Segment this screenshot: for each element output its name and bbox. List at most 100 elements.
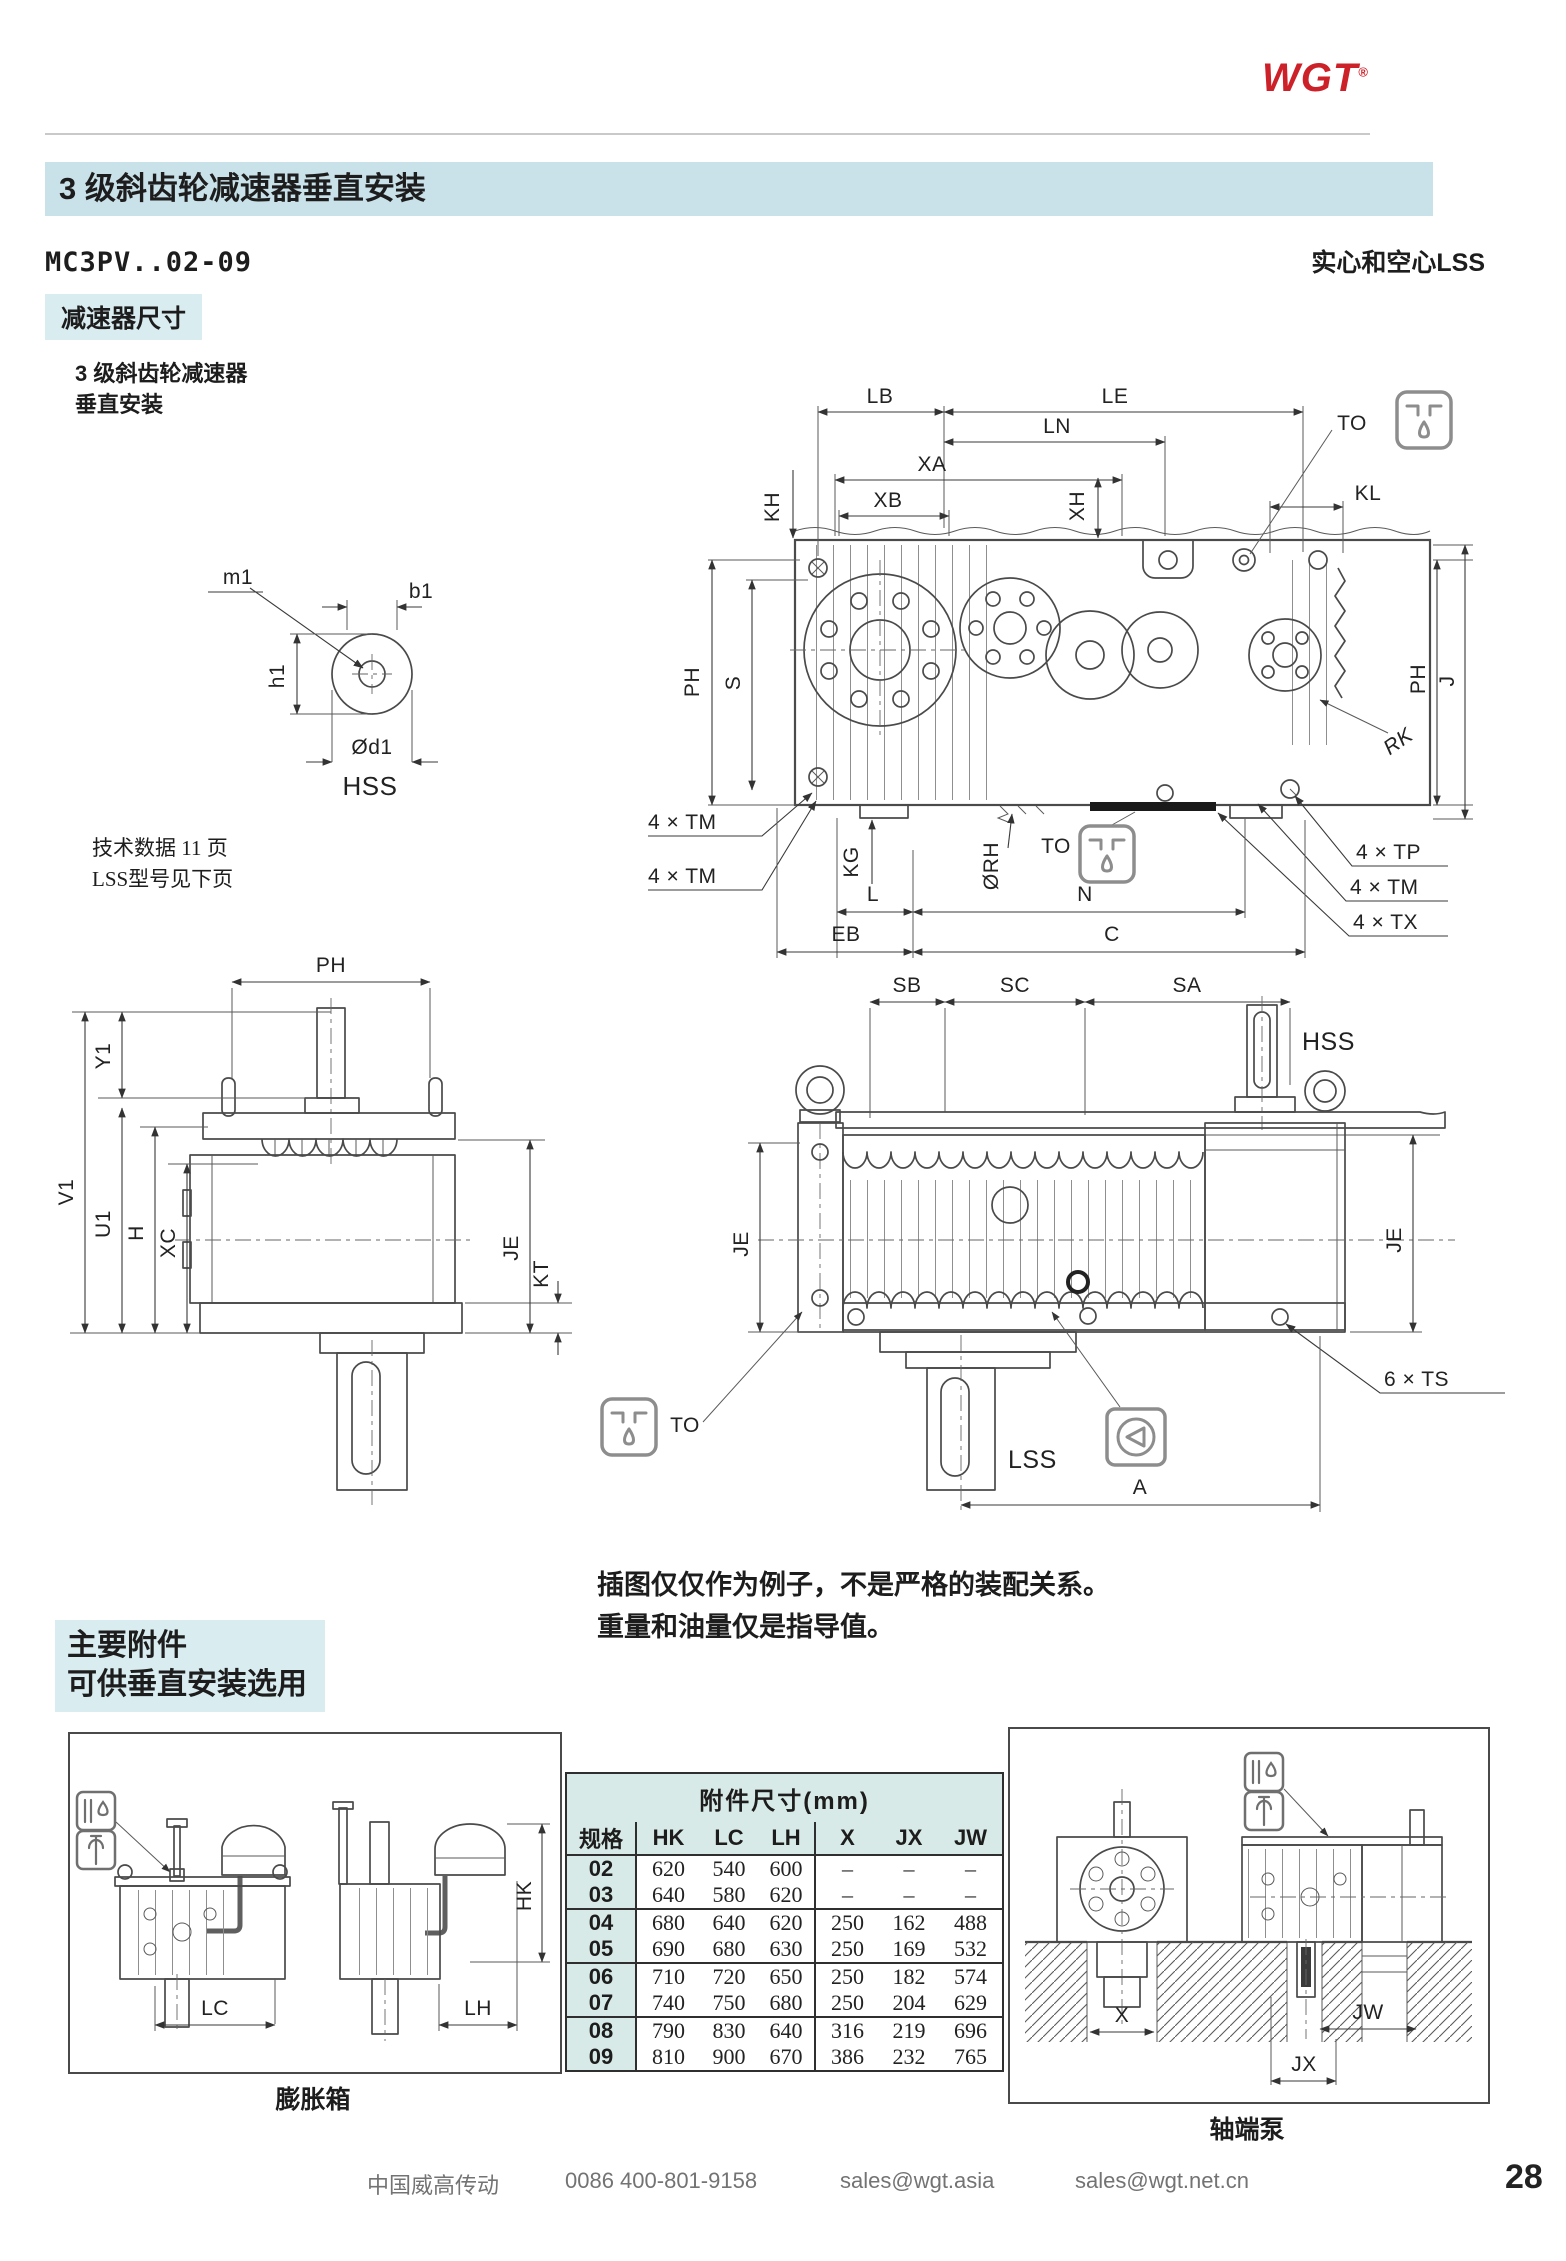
oil-level-icon-tank xyxy=(75,1790,117,1832)
dim-label-od1: Ød1 xyxy=(351,736,392,759)
table-cell: 169 xyxy=(879,1936,939,1964)
table-cell: – xyxy=(842,1856,853,1881)
table-cell: 790 xyxy=(652,2018,685,2043)
table-cell: 710 xyxy=(652,1964,685,1989)
dim-label-s: S xyxy=(722,676,745,691)
dim-label-rk: RK xyxy=(1379,723,1417,759)
table-cell: 386 xyxy=(831,2044,864,2069)
dim-label-h1: h1 xyxy=(266,664,289,688)
table-cell: 670 xyxy=(758,2044,816,2071)
table-cell: 250 xyxy=(831,1964,864,1989)
footer-email-cn: sales@wgt.net.cn xyxy=(1075,2168,1249,2193)
table-cell: 720 xyxy=(712,1964,746,1989)
table-cell: 532 xyxy=(939,1936,1004,1964)
table-cell: 316 xyxy=(831,2018,864,2043)
oil-sight-glass-icon xyxy=(1105,1407,1167,1467)
dim-label-sa: SA xyxy=(1172,974,1201,997)
dim-label-c: C xyxy=(1104,923,1120,946)
dim-label-to-side: TO xyxy=(670,1414,700,1437)
dim-label-je-side-right: JE xyxy=(1383,1227,1406,1253)
dim-label-ph-front: PH xyxy=(316,954,346,977)
table-cell: 232 xyxy=(892,2044,926,2069)
dim-label-xh: XH xyxy=(1066,491,1089,521)
table-cell: 620 xyxy=(652,1856,685,1881)
dim-label-jx: JX xyxy=(1291,2053,1317,2076)
row-header-size: 05 xyxy=(566,1936,637,1964)
column-header: JW xyxy=(939,1822,1004,1856)
table-cell: 765 xyxy=(954,2044,988,2069)
table-cell: 900 xyxy=(712,2044,746,2069)
footer-email-asia: sales@wgt.asia xyxy=(840,2168,995,2193)
table-cell: 630 xyxy=(758,1936,816,1964)
disclaimer-line2: 重量和油量仅是指导值。 xyxy=(597,1612,894,1642)
accessories-section-label: 主要附件 可供垂直安装选用 xyxy=(55,1620,325,1712)
dim-label-4xtp: 4 × TP xyxy=(1356,841,1421,864)
dim-label-h: H xyxy=(125,1225,148,1241)
table-cell: 250 xyxy=(815,1990,879,2018)
table-cell: 250 xyxy=(815,1936,879,1964)
dim-label-4xtx: 4 × TX xyxy=(1353,911,1418,934)
dimension-drawings: m1 b1 h1 Ød1 HSS xyxy=(55,385,1505,1512)
table-cell: 620 xyxy=(758,1909,816,1936)
dim-label-ph-right: PH xyxy=(1407,664,1430,694)
table-cell: – xyxy=(965,1856,977,1881)
column-header: LC xyxy=(700,1822,758,1856)
dim-label-orh: ØRH xyxy=(980,842,1003,890)
table-cell: 830 xyxy=(712,2018,746,2043)
dim-label-hk: HK xyxy=(513,1881,536,1911)
table-cell: – xyxy=(939,1882,1004,1910)
column-header: 规格 xyxy=(566,1822,637,1856)
dim-label-xc: XC xyxy=(157,1228,180,1258)
table-cell: 182 xyxy=(892,1964,926,1989)
dim-label-u1: U1 xyxy=(92,1210,115,1238)
table-cell: 696 xyxy=(954,2018,988,2043)
accessories-line2: 可供垂直安装选用 xyxy=(67,1668,307,1701)
dim-label-v1: V1 xyxy=(55,1179,78,1206)
table-cell: 680 xyxy=(700,1936,758,1964)
table-cell: 204 xyxy=(879,1990,939,2018)
table-cell: 680 xyxy=(758,1990,816,2018)
dim-label-lh: LH xyxy=(464,1997,492,2020)
expansion-tank-caption: 膨胀箱 xyxy=(275,2086,351,2114)
dim-label-m1: m1 xyxy=(223,566,253,589)
table-cell: 250 xyxy=(831,1910,864,1935)
column-header: LH xyxy=(758,1822,816,1856)
accessories-line1: 主要附件 xyxy=(67,1629,187,1662)
shaft-variant-label: 实心和空心LSS xyxy=(1311,249,1485,277)
dim-label-eb: EB xyxy=(831,923,860,946)
footer-company: 中国威高传动 xyxy=(367,2173,500,2198)
dim-label-le: LE xyxy=(1102,385,1129,408)
dim-label-jw: JW xyxy=(1352,2001,1383,2024)
tech-reference: 技术数据 11 页 LSS型号见下页 xyxy=(92,833,233,895)
gear-unit-front-view: PH Y1 V1 U1 H XC JE KT xyxy=(55,954,572,1505)
dim-label-je-side-left: JE xyxy=(730,1231,753,1257)
oil-drain-icon-top xyxy=(1395,390,1453,450)
row-header-size: 04 xyxy=(566,1909,637,1936)
column-header: HK xyxy=(636,1822,700,1856)
dim-label-lb: LB xyxy=(867,385,894,408)
expansion-tank-figure: LC LH HK xyxy=(68,1732,562,2074)
header-divider xyxy=(45,133,1370,135)
tech-reference-line2: LSS型号见下页 xyxy=(92,867,234,891)
oil-drain-icon-side xyxy=(600,1397,658,1457)
dim-label-kh: KH xyxy=(761,492,784,522)
dim-label-to-bottom: TO xyxy=(1041,835,1071,858)
dim-label-a: A xyxy=(1133,1476,1148,1499)
dim-label-kt: KT xyxy=(530,1260,553,1288)
drawing-caption-line2: 垂直安装 xyxy=(75,392,164,417)
dim-label-kg: KG xyxy=(840,846,863,877)
shaft-end-pump-figure: X JW JX xyxy=(1008,1727,1490,2104)
dim-label-l: L xyxy=(867,883,879,906)
table-cell: 488 xyxy=(954,1910,988,1935)
table-cell: 640 xyxy=(758,2017,816,2044)
oil-level-icon-pump xyxy=(1243,1751,1285,1793)
breather-icon-tank xyxy=(75,1829,117,1871)
table-cell: 574 xyxy=(954,1964,988,1989)
dim-label-sb: SB xyxy=(892,974,921,997)
dim-label-6xts: 6 × TS xyxy=(1384,1368,1449,1391)
